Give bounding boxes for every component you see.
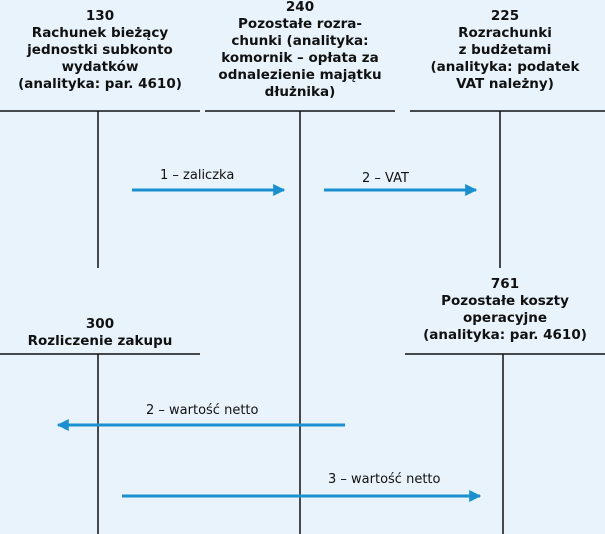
- label-2-vat: 2 – VAT: [362, 171, 409, 186]
- account-240-number: 240: [285, 0, 315, 15]
- account-130-header: 130 Rachunek bieżący jednostki subkonto …: [0, 8, 200, 93]
- account-130-number: 130: [85, 8, 115, 24]
- account-761-name: Pozostałe koszty operacyjne (analityka: …: [423, 293, 587, 343]
- account-240-name: Pozostałe rozra- chunki (analityka: komo…: [218, 16, 382, 100]
- account-300-header: 300 Rozliczenie zakupu: [0, 316, 200, 350]
- account-300-name: Rozliczenie zakupu: [27, 333, 173, 349]
- label-2-wartosc-netto: 2 – wartość netto: [146, 403, 259, 418]
- account-225-name: Rozrachunki z budżetami (analityka: poda…: [430, 25, 580, 92]
- account-225-header: 225 Rozrachunki z budżetami (analityka: …: [410, 8, 600, 93]
- account-240-header: 240 Pozostałe rozra- chunki (analityka: …: [205, 0, 395, 101]
- account-225-number: 225: [490, 8, 520, 24]
- account-761-header: 761 Pozostałe koszty operacyjne (anality…: [405, 276, 605, 344]
- account-300-number: 300: [85, 316, 115, 332]
- account-130-name: Rachunek bieżący jednostki subkonto wyda…: [18, 25, 182, 92]
- account-761-number: 761: [490, 276, 520, 292]
- label-1-zaliczka: 1 – zaliczka: [160, 168, 235, 183]
- label-3-wartosc-netto: 3 – wartość netto: [328, 472, 441, 487]
